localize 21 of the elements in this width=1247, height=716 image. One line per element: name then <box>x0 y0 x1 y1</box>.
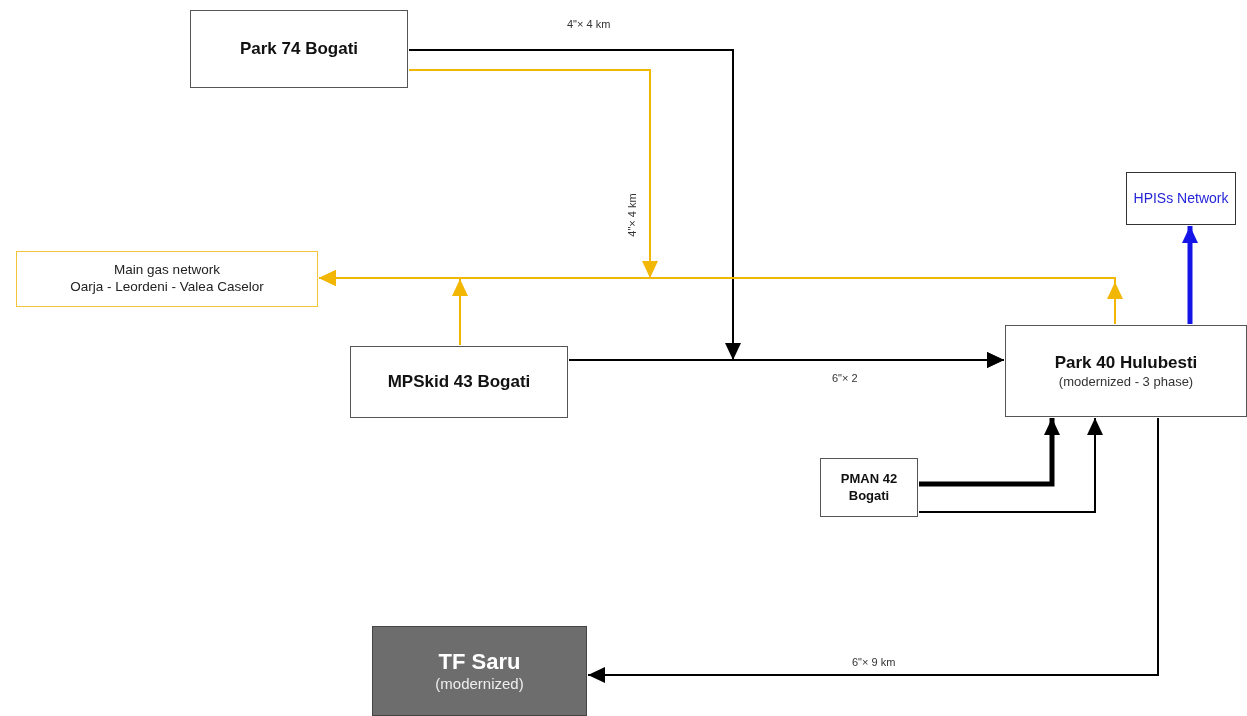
edge-label: 4"× 4 km <box>626 192 638 239</box>
process-box <box>1005 325 1247 417</box>
node-title: Main gas network <box>114 262 220 279</box>
node-title: PMAN 42 Bogati <box>839 471 899 504</box>
node-subtitle: (modernized) <box>435 675 524 695</box>
process-box <box>820 458 918 517</box>
node-title: Park 40 Hulubesti <box>1054 352 1198 374</box>
node-subtitle: (modernized - 3 phase) <box>1058 373 1194 390</box>
network-box <box>16 251 318 307</box>
node-title: TF Saru <box>438 647 521 676</box>
node-label: HPISs Network <box>1133 189 1229 208</box>
edge-label: 4"× 4 km <box>565 18 613 30</box>
node-title: Park 74 Bogati <box>239 38 359 60</box>
node-title: MPSkid 43 Bogati <box>387 371 531 393</box>
process-box <box>190 10 408 88</box>
process-box <box>372 626 587 716</box>
network-box <box>1126 172 1236 225</box>
edge-label: 6"× 9 km <box>850 656 898 668</box>
node-subtitle: Oarja - Leordeni - Valea Caselor <box>70 279 264 296</box>
process-box <box>350 346 568 418</box>
edge-label: 6"× 2 <box>830 372 860 384</box>
